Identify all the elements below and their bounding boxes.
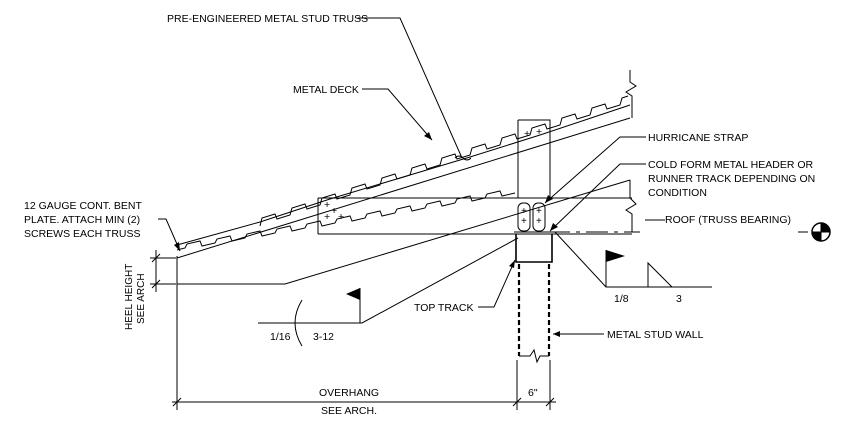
weld-left-size: 1/16 bbox=[270, 331, 291, 343]
svg-text:+: + bbox=[536, 206, 542, 217]
svg-text:+: + bbox=[536, 126, 542, 138]
heel-height-label-line-2: SEE ARCH bbox=[136, 273, 147, 324]
stud-wall-label: METAL STUD WALL bbox=[607, 329, 704, 341]
metal-stud-wall bbox=[517, 264, 551, 364]
hurricane-strap-clip: + + + + bbox=[517, 202, 546, 232]
top-track-label: TOP TRACK bbox=[414, 302, 474, 314]
svg-text:+: + bbox=[524, 128, 530, 140]
break-line bbox=[625, 70, 637, 118]
weld-right-length: 3 bbox=[676, 293, 682, 305]
overhang-label: OVERHANG bbox=[319, 387, 379, 399]
arrow-icon bbox=[545, 195, 553, 203]
wall-width-label: 6" bbox=[528, 387, 538, 399]
svg-text:+: + bbox=[521, 216, 527, 227]
bottom-chord: + + + + bbox=[317, 197, 632, 235]
truss-top-chord bbox=[176, 117, 631, 285]
arrow-icon bbox=[509, 260, 515, 268]
roof-bearing-label: ROOF (TRUSS BEARING) bbox=[665, 214, 791, 226]
leader-line bbox=[454, 155, 472, 161]
header-label-line-1: COLD FORM METAL HEADER OR bbox=[648, 159, 814, 171]
top-track bbox=[514, 231, 554, 263]
svg-text:+: + bbox=[338, 211, 344, 223]
truss-label: PRE-ENGINEERED METAL STUD TRUSS bbox=[167, 13, 368, 25]
svg-text:+: + bbox=[324, 211, 330, 223]
weld-right-size: 1/8 bbox=[614, 293, 629, 305]
svg-text:+: + bbox=[331, 205, 337, 217]
leader-line bbox=[544, 136, 646, 204]
svg-text:+: + bbox=[536, 216, 542, 227]
heel-height-label-line-1: HEEL HEIGHT bbox=[124, 264, 135, 330]
bent-plate-label-line-1: 12 GAUGE CONT. BENT bbox=[24, 200, 142, 212]
leader-line bbox=[158, 218, 181, 252]
arrow-icon bbox=[424, 132, 432, 140]
header-label-line-2: RUNNER TRACK DEPENDING ON bbox=[648, 173, 815, 185]
vertical-web: + + bbox=[517, 119, 551, 198]
weld-left-length: 3-12 bbox=[313, 331, 334, 343]
arrow-icon bbox=[174, 242, 180, 251]
weld-symbol-right: 1/8 3 bbox=[554, 231, 712, 305]
arrow-icon bbox=[553, 331, 560, 337]
leader-line bbox=[358, 17, 463, 159]
elevation-datum-icon bbox=[811, 222, 831, 242]
metal-deck-label: METAL DECK bbox=[293, 84, 359, 96]
heel-height-dimension: HEEL HEIGHT SEE ARCH bbox=[124, 250, 176, 330]
break-line bbox=[625, 180, 637, 232]
leader-line bbox=[478, 259, 516, 308]
hurricane-strap-label: HURRICANE STRAP bbox=[648, 132, 748, 144]
overhang-see-arch-label: SEE ARCH. bbox=[321, 405, 377, 417]
overhang-dimension: OVERHANG SEE ARCH. 6" bbox=[172, 284, 556, 417]
header-label-line-3: CONDITION bbox=[648, 187, 707, 199]
leader-line bbox=[362, 88, 433, 141]
metal-deck bbox=[176, 95, 631, 251]
bent-plate-label-line-3: SCREWS EACH TRUSS bbox=[24, 228, 141, 240]
leader-line bbox=[549, 163, 646, 232]
arrow-icon bbox=[550, 223, 558, 231]
bent-plate-label-line-2: PLATE. ATTACH MIN (2) bbox=[24, 214, 140, 226]
svg-text:+: + bbox=[521, 206, 527, 217]
weld-symbol-left: 1/16 3-12 bbox=[258, 237, 519, 347]
svg-text:+: + bbox=[324, 199, 330, 211]
